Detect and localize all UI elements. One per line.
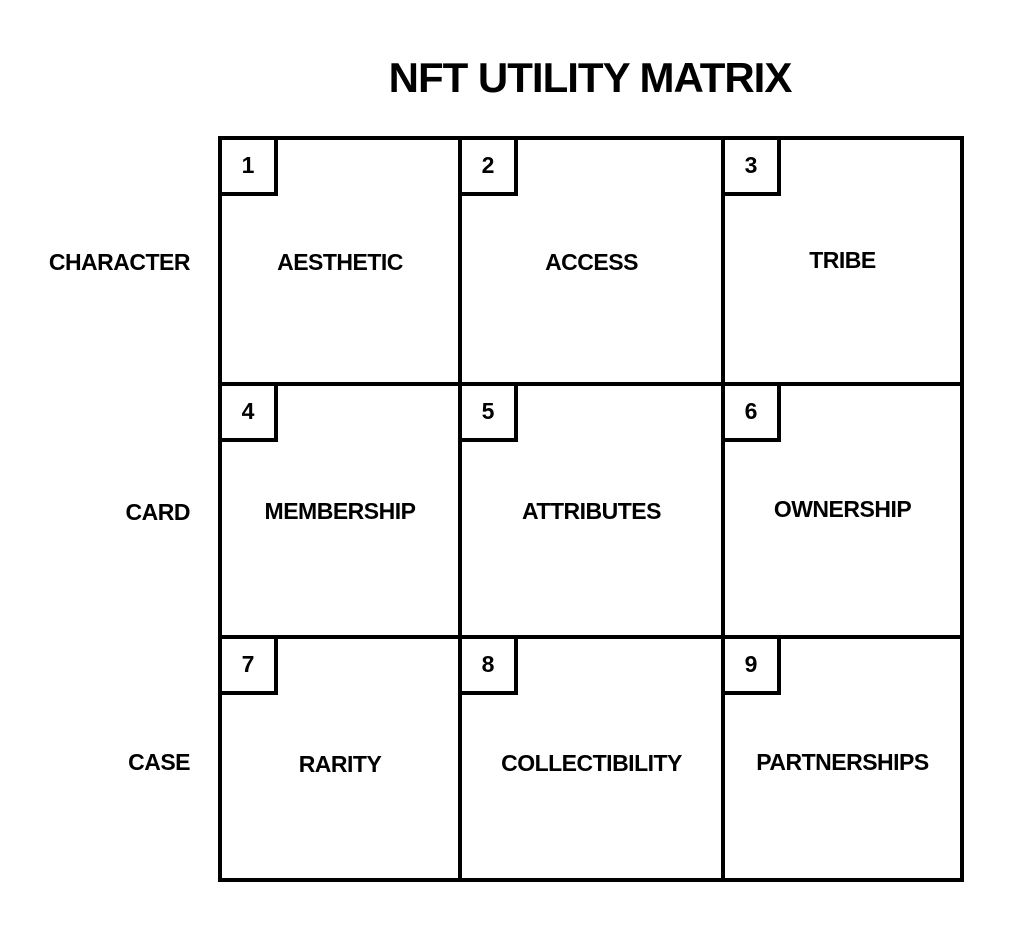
cell-number: 7 bbox=[222, 639, 278, 695]
grid-line-vertical-2 bbox=[721, 140, 725, 878]
matrix-cell-1: 1 AESTHETIC bbox=[222, 140, 458, 382]
matrix-cell-9: 9 PARTNERSHIPS bbox=[725, 639, 960, 878]
cell-label: TRIBE bbox=[809, 247, 876, 273]
grid-line-horizontal-2 bbox=[222, 635, 960, 639]
cell-number: 8 bbox=[462, 639, 518, 695]
cell-number: 2 bbox=[462, 140, 518, 196]
cell-number: 5 bbox=[462, 386, 518, 442]
cell-label: ACCESS bbox=[545, 249, 638, 275]
cell-label: ATTRIBUTES bbox=[522, 498, 661, 524]
matrix-cell-3: 3 TRIBE bbox=[725, 140, 960, 382]
cell-label: PARTNERSHIPS bbox=[756, 749, 929, 775]
matrix-cell-5: 5 ATTRIBUTES bbox=[462, 386, 721, 635]
cell-number: 9 bbox=[725, 639, 781, 695]
cell-number: 1 bbox=[222, 140, 278, 196]
cell-label: MEMBERSHIP bbox=[264, 498, 416, 524]
utility-matrix-grid: 1 AESTHETIC 2 ACCESS 3 TRIBE 4 MEMBERSHI… bbox=[218, 136, 964, 882]
matrix-cell-6: 6 OWNERSHIP bbox=[725, 386, 960, 635]
cell-number: 4 bbox=[222, 386, 278, 442]
grid-line-horizontal-1 bbox=[222, 382, 960, 386]
row-label-character: CHARACTER bbox=[48, 249, 191, 275]
cell-number: 3 bbox=[725, 140, 781, 196]
matrix-cell-8: 8 COLLECTIBILITY bbox=[462, 639, 721, 878]
matrix-cell-4: 4 MEMBERSHIP bbox=[222, 386, 458, 635]
cell-label: COLLECTIBILITY bbox=[501, 750, 682, 776]
cell-label: OWNERSHIP bbox=[773, 496, 912, 522]
matrix-cell-2: 2 ACCESS bbox=[462, 140, 721, 382]
row-label-card: CARD bbox=[125, 499, 191, 525]
grid-line-vertical-1 bbox=[458, 140, 462, 878]
cell-label: RARITY bbox=[298, 751, 382, 777]
matrix-cell-7: 7 RARITY bbox=[222, 639, 458, 878]
row-label-case: CASE bbox=[128, 749, 190, 775]
page-title: NFT UTILITY MATRIX bbox=[388, 54, 793, 101]
cell-number: 6 bbox=[725, 386, 781, 442]
cell-label: AESTHETIC bbox=[277, 249, 403, 275]
